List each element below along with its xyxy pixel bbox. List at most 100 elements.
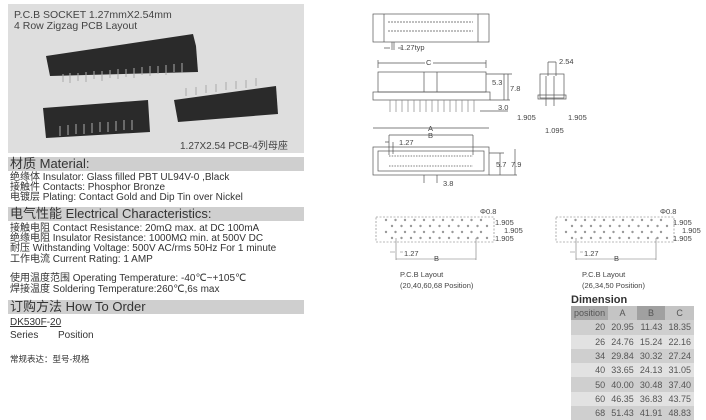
connector-photos	[43, 34, 278, 138]
photo-title: P.C.B SOCKET 1.27mmX2.54mm	[14, 9, 172, 21]
pcb-hole	[438, 224, 441, 228]
pcb-hole	[460, 218, 464, 222]
pcb-hole	[612, 218, 615, 222]
dim-a-label: A	[428, 124, 433, 133]
table-cell: 48.83	[668, 408, 691, 419]
table-cell: 50	[595, 379, 606, 390]
table-cell: 11.43	[640, 322, 663, 333]
electrical-line: 使用温度范围 Operating Temperature: -40℃~+105℃	[10, 273, 247, 284]
pcb-hole	[612, 230, 615, 234]
pcb-positions: (26,34,50 Position)	[582, 281, 645, 290]
table-cell: 41.91	[639, 408, 663, 419]
pcb-hole	[659, 218, 663, 222]
order-code: DK530F-20	[10, 318, 61, 328]
table-cell: 33.65	[611, 365, 634, 376]
photo-caption: 1.27X2.54 PCB-4列母座	[180, 141, 288, 152]
pcb-hole	[650, 218, 653, 222]
pcb-hole	[457, 236, 460, 240]
column-header: C	[665, 306, 694, 321]
table-cell: 60	[595, 393, 606, 404]
pcb-hole	[451, 230, 454, 234]
pcb-hole	[403, 230, 407, 234]
pcb-hole	[441, 218, 445, 222]
electrical-line: 绝缘电阻 Insulator Resistance: 1000MΩ min. a…	[10, 233, 264, 244]
pcb-hole	[593, 218, 596, 222]
pcb-hole	[599, 236, 602, 240]
pcb-layouts: Φ0.8 1.905 1.905 1.905 1.27 B P.C.B Layo…	[375, 207, 701, 290]
material-line: 绝缘体 Insulator: Glass filled PBT UL94V-0 …	[10, 172, 230, 183]
pcb-hole	[608, 224, 612, 228]
pcb-hole	[441, 230, 445, 234]
pcb-hole	[608, 236, 612, 240]
dim-height2: 7.8	[510, 84, 520, 93]
dim-pitch-label: 1.27	[399, 138, 414, 147]
dim-width2: 7.9	[511, 160, 521, 169]
pcb-hole	[384, 230, 388, 234]
pcb-hole	[656, 236, 659, 240]
table-cell: 46.35	[611, 393, 634, 404]
pcb-hole	[656, 224, 659, 228]
pcb-hole	[599, 224, 602, 228]
pcb-hole	[422, 230, 426, 234]
pcb-hole	[602, 230, 606, 234]
photo-subtitle: 4 Row Zigzag PCB Layout	[14, 20, 138, 32]
pcb-hole	[460, 230, 464, 234]
electrical-heading: 电气性能 Electrical Characteristics:	[8, 207, 304, 221]
pcb-dim: 1.905	[504, 226, 523, 235]
pcb-hole	[447, 236, 451, 240]
pcb-hole	[438, 236, 441, 240]
side-pitch-label: 2.54	[559, 57, 574, 66]
pcb-hole	[457, 224, 460, 228]
pcb-hole	[646, 236, 650, 240]
pitch-label: 1.27typ	[400, 43, 425, 52]
table-cell: 20.95	[611, 322, 634, 333]
column-header: position	[571, 306, 609, 321]
pcb-dim: 1.905	[673, 234, 692, 243]
pcb-hole	[403, 218, 407, 222]
material-line: 电镀层 Plating: Contact Gold and Dip Tin ov…	[10, 192, 243, 203]
pcb-hole	[589, 236, 593, 240]
pcb-hole	[422, 218, 426, 222]
hole-diameter: Φ0.8	[660, 207, 676, 216]
table-cell: 20	[595, 322, 606, 333]
pcb-hole	[470, 218, 473, 222]
table-cell: 34	[595, 351, 606, 362]
pcb-hole	[413, 218, 416, 222]
hole-diameter: Φ0.8	[480, 207, 496, 216]
pcb-hole	[451, 218, 454, 222]
pcb-hole	[659, 230, 663, 234]
pcb-positions: (20,40,60,68 Position)	[400, 281, 474, 290]
pcb-hole	[409, 224, 413, 228]
table-cell: 37.40	[668, 379, 691, 390]
product-photo: P.C.B SOCKET 1.27mmX2.54mm 4 Row Zigzag …	[8, 4, 304, 153]
pcb-hole	[627, 236, 631, 240]
pcb-hole	[574, 230, 577, 234]
pcb-hole	[618, 224, 621, 228]
pcb-hole	[637, 224, 640, 228]
series-label: Series	[10, 330, 39, 341]
pcb-hole	[476, 236, 479, 240]
electrical-line: 工作电流 Current Rating: 1 AMP	[10, 254, 153, 265]
pcb-hole	[640, 218, 644, 222]
pcb-dim: 1.905	[495, 218, 514, 227]
pcb-hole	[618, 236, 621, 240]
pcb-hole	[419, 224, 422, 228]
pcb-hole	[432, 230, 435, 234]
pcb-hole	[570, 236, 574, 240]
pcb-hole	[390, 224, 394, 228]
dim-b-label: B	[428, 131, 433, 140]
pcb-hole	[570, 224, 574, 228]
pcb-hole	[432, 218, 435, 222]
table-cell: 31.05	[668, 365, 691, 376]
pcb-hole	[580, 236, 583, 240]
table-cell: 22.16	[668, 336, 691, 347]
pcb-hole	[479, 230, 483, 234]
pcb-dim: 1.905	[682, 226, 701, 235]
pcb-pitch: 1.27	[404, 249, 419, 258]
pcb-hole	[574, 218, 577, 222]
table-cell: 30.48	[639, 379, 663, 390]
side-dim-2: 1.905	[568, 113, 587, 122]
